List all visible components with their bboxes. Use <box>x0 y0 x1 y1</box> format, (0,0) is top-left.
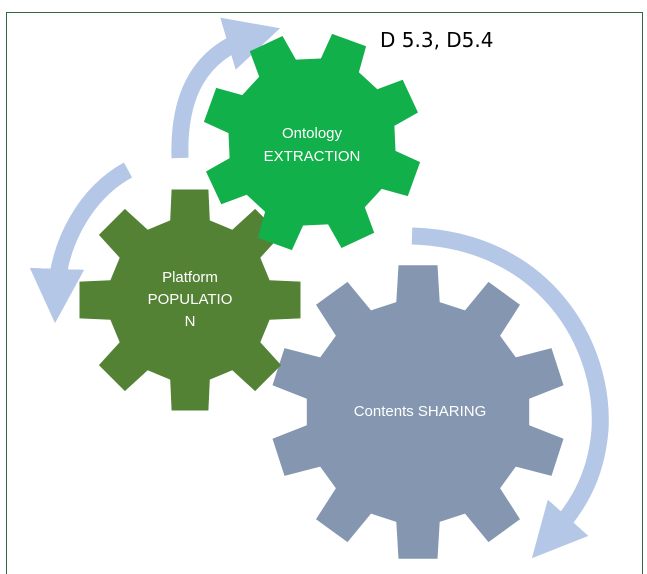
deliverable-caption: D 5.3, D5.4 <box>380 28 494 52</box>
ontology-extraction-gear <box>203 33 421 251</box>
ontology-label-line1: Ontology <box>282 125 343 142</box>
ontology-label-line2: EXTRACTION <box>264 148 361 165</box>
platform-label-line1: Platform <box>162 269 218 286</box>
cycle-arrow-right <box>411 227 609 559</box>
contents-label: Contents SHARING <box>354 403 487 420</box>
platform-label-line2: POPULATIO <box>148 291 233 308</box>
cycle-arrow-top <box>171 17 281 159</box>
diagram-frame <box>6 12 643 574</box>
platform-label-line3: N <box>185 313 196 330</box>
platform-population-gear <box>79 189 301 411</box>
cycle-arrow-left <box>29 162 133 324</box>
contents-sharing-gear <box>272 265 564 559</box>
